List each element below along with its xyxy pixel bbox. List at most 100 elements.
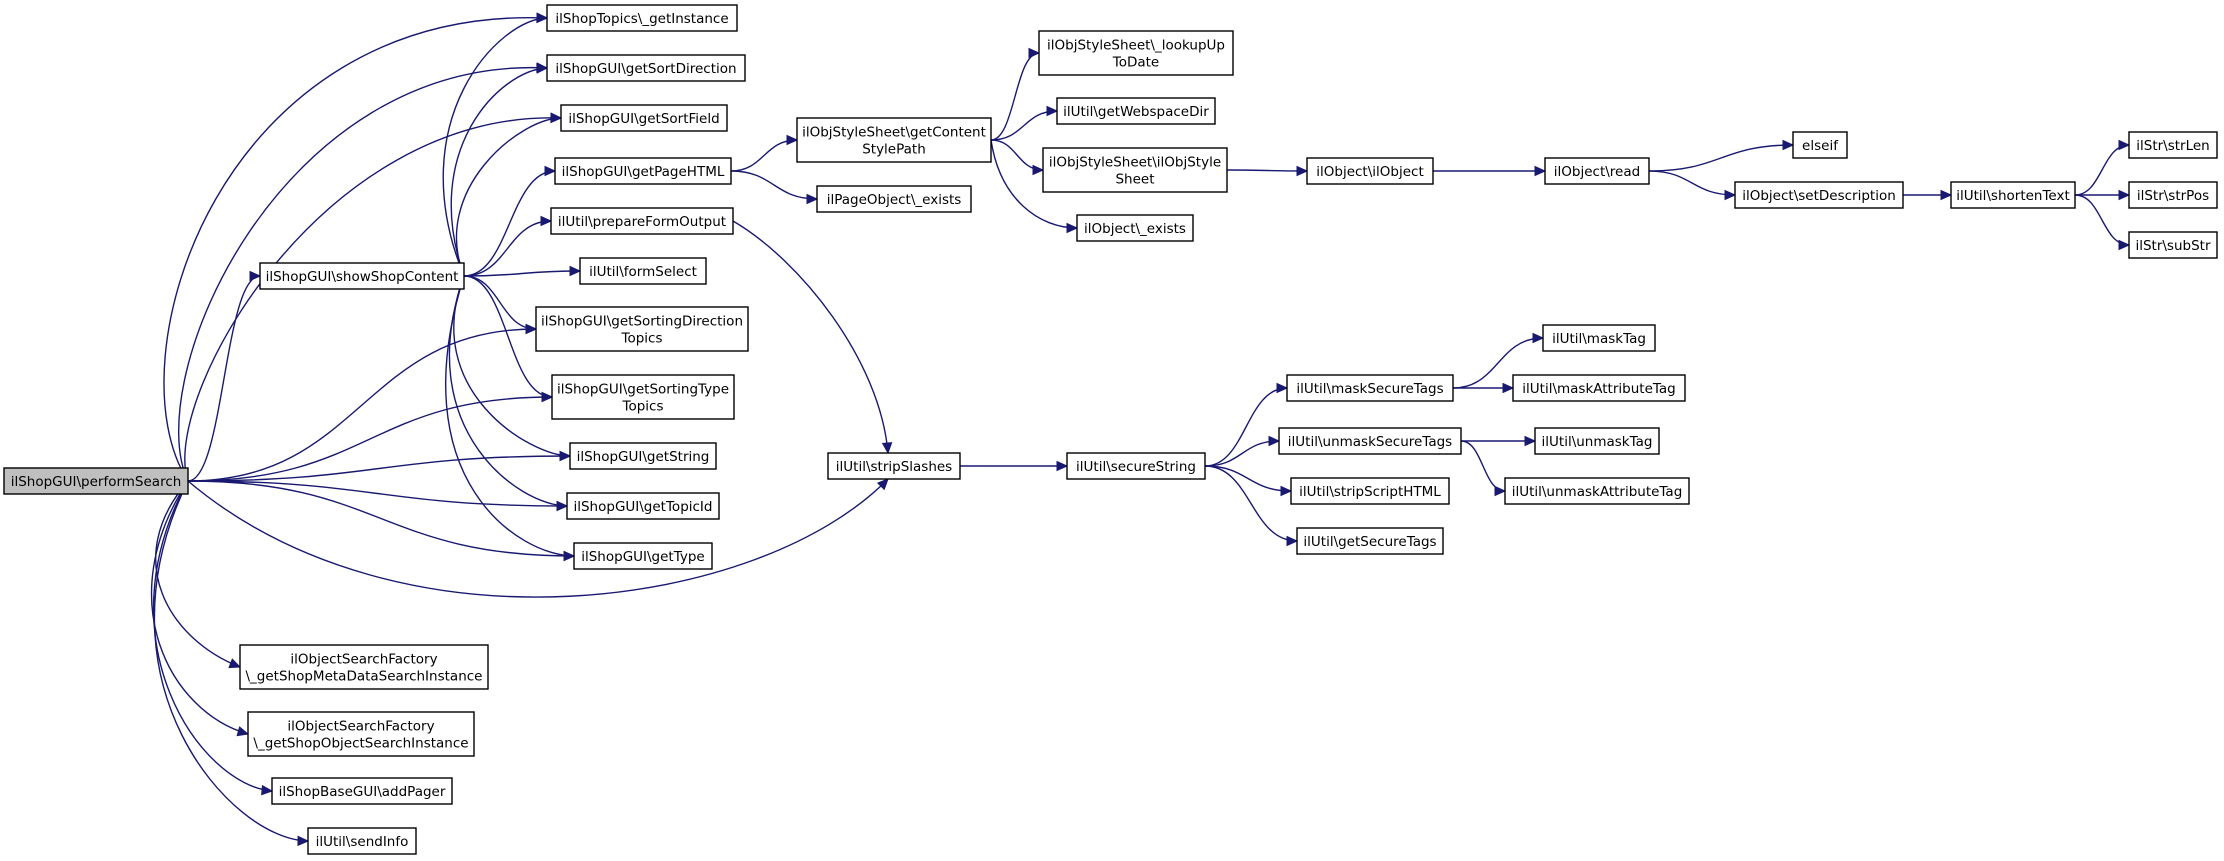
node-box — [1286, 374, 1454, 402]
edge-line — [2074, 194, 2130, 246]
node-strip-script-html[interactable]: ilUtil\stripScriptHTML — [1290, 477, 1450, 505]
node-page-object-exists[interactable]: ilPageObject\_exists — [816, 185, 972, 213]
node-get-sort-direction[interactable]: ilShopGUI\getSortDirection — [546, 54, 746, 82]
node-perform-search[interactable]: ilShopGUI\performSearch — [3, 467, 189, 495]
node-box — [827, 452, 961, 480]
node-label: ilShopGUI\getSortingDirection — [541, 314, 743, 330]
node-box — [1076, 214, 1194, 242]
node-box — [1950, 181, 2076, 209]
edge-line — [1204, 387, 1288, 467]
node-elseif[interactable]: elseif — [1792, 131, 1848, 159]
node-box — [1306, 157, 1434, 185]
node-mask-secure-tags[interactable]: ilUtil\maskSecureTags — [1286, 374, 1454, 402]
arrow-head-icon — [541, 391, 554, 403]
edge-line — [463, 170, 556, 277]
arrow-head-icon — [536, 12, 549, 24]
node-label: ilUtil\formSelect — [589, 264, 697, 280]
edge-line — [990, 52, 1040, 141]
edge-show-shop-content-to-form-select — [463, 265, 582, 277]
arrow-head-icon — [297, 835, 310, 847]
node-show-shop-content[interactable]: ilShopGUI\showShopContent — [259, 262, 465, 290]
node-box — [1504, 477, 1690, 505]
arrow-head-icon — [261, 784, 274, 796]
node-get-type[interactable]: ilShopGUI\getType — [573, 542, 713, 570]
node-prepare-form-output[interactable]: ilUtil\prepareFormOutput — [550, 207, 734, 235]
edge-line — [442, 17, 548, 277]
node-add-pager[interactable]: ilShopBaseGUI\addPager — [271, 777, 453, 805]
node-label: ilStr\strPos — [2137, 188, 2209, 204]
node-unmask-attribute-tag[interactable]: ilUtil\unmaskAttributeTag — [1504, 477, 1690, 505]
node-unmask-secure-tags[interactable]: ilUtil\unmaskSecureTags — [1278, 427, 1462, 455]
node-box — [1544, 157, 1650, 185]
node-box — [569, 442, 717, 470]
edge-get-content-style-path-to-object-exists — [990, 139, 1079, 234]
arrow-head-icon — [559, 450, 572, 462]
node-label: ilObjectSearchFactory — [287, 719, 434, 735]
arrow-head-icon — [1782, 139, 1795, 151]
node-box — [247, 711, 475, 757]
edge-line — [178, 67, 548, 482]
edge-show-shop-content-to-prepare-form-output — [463, 215, 553, 277]
node-label: ilObject\read — [1554, 164, 1640, 180]
node-get-sort-field[interactable]: ilShopGUI\getSortField — [560, 104, 728, 132]
node-box — [560, 104, 728, 132]
node-mask-tag[interactable]: ilUtil\maskTag — [1542, 324, 1656, 352]
edge-mask-secure-tags-to-mask-attribute-tag — [1452, 382, 1515, 394]
node-get-webspace-dir[interactable]: ilUtil\getWebspaceDir — [1056, 97, 1216, 125]
arrow-head-icon — [2118, 189, 2131, 201]
edge-show-shop-content-to-get-instance — [442, 12, 549, 277]
edge-line — [187, 480, 568, 507]
node-label: Topics — [621, 331, 663, 347]
node-unmask-tag[interactable]: ilUtil\unmaskTag — [1534, 427, 1660, 455]
node-set-description[interactable]: ilObject\setDescription — [1734, 181, 1904, 209]
arrow-head-icon — [228, 658, 242, 669]
node-send-info[interactable]: ilUtil\sendInfo — [307, 827, 417, 855]
edge-secure-string-to-get-secure-tags — [1204, 465, 1299, 547]
node-label: ilStr\strLen — [2136, 138, 2210, 154]
node-il-obj-style-sheet[interactable]: ilObjStyleSheet\ilObjStyleSheet — [1042, 147, 1228, 193]
node-sub-str[interactable]: ilStr\subStr — [2128, 231, 2218, 259]
edge-show-shop-content-to-get-string — [453, 275, 572, 462]
node-get-instance[interactable]: ilShopTopics\_getInstance — [546, 4, 738, 32]
arrow-head-icon — [881, 442, 893, 455]
node-get-topic-id[interactable]: ilShopGUI\getTopicId — [566, 492, 720, 520]
node-secure-string[interactable]: ilUtil\secureString — [1066, 452, 1206, 480]
edge-line — [155, 480, 241, 668]
node-il-object[interactable]: ilObject\ilObject — [1306, 157, 1434, 185]
node-box — [1296, 527, 1444, 555]
node-mask-attribute-tag[interactable]: ilUtil\maskAttributeTag — [1512, 374, 1686, 402]
edge-line — [1648, 144, 1794, 172]
node-get-string[interactable]: ilShopGUI\getString — [569, 442, 717, 470]
node-strip-slashes[interactable]: ilUtil\stripSlashes — [827, 452, 961, 480]
node-form-select[interactable]: ilUtil\formSelect — [579, 257, 707, 285]
node-read[interactable]: ilObject\read — [1544, 157, 1650, 185]
node-str-pos[interactable]: ilStr\strPos — [2128, 181, 2218, 209]
arrow-head-icon — [1534, 165, 1547, 177]
edge-line — [187, 480, 575, 557]
node-get-page-html[interactable]: ilShopGUI\getPageHTML — [554, 157, 732, 185]
node-object-exists[interactable]: ilObject\_exists — [1076, 214, 1194, 242]
edge-line — [1204, 465, 1298, 542]
edge-line — [448, 275, 568, 507]
node-get-shop-meta-data-search-instance[interactable]: ilObjectSearchFactory\_getShopMetaDataSe… — [239, 644, 489, 690]
node-get-secure-tags[interactable]: ilUtil\getSecureTags — [1296, 527, 1444, 555]
node-box — [2128, 231, 2218, 259]
node-label: ilShopGUI\getSortingType — [557, 382, 729, 398]
node-label: ilObjStyleSheet\getContent — [802, 125, 986, 141]
node-label: ilShopGUI\getTopicId — [573, 499, 712, 515]
node-shorten-text[interactable]: ilUtil\shortenText — [1950, 181, 2076, 209]
node-label: ilUtil\stripSlashes — [836, 459, 952, 475]
node-label: ilUtil\secureString — [1076, 459, 1196, 475]
node-get-shop-object-search-instance[interactable]: ilObjectSearchFactory\_getShopObjectSear… — [247, 711, 475, 757]
edge-get-content-style-path-to-look-up-to-date — [990, 47, 1041, 141]
edge-line — [1204, 440, 1280, 467]
edge-line — [1460, 440, 1506, 492]
node-box — [579, 257, 707, 285]
edge-get-page-html-to-get-content-style-path — [730, 134, 799, 172]
arrow-head-icon — [1276, 382, 1289, 394]
node-str-len[interactable]: ilStr\strLen — [2128, 131, 2218, 159]
